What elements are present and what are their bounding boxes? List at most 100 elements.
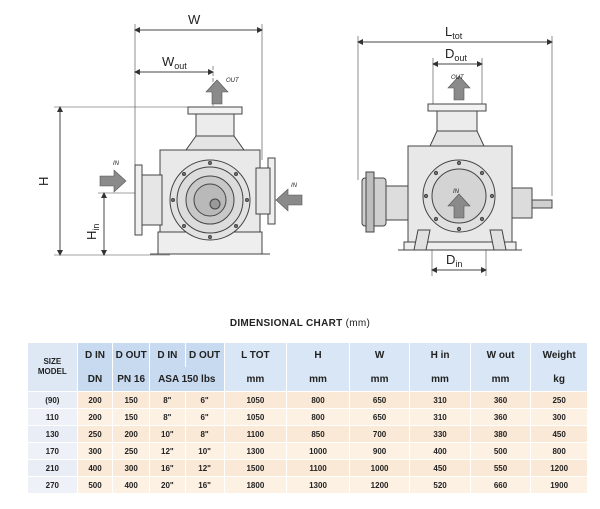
table-cell: 310	[409, 408, 471, 426]
h-in-dimension-label: Hin	[84, 224, 101, 240]
out-right-label: OUT	[451, 75, 465, 81]
table-cell: 10"	[149, 425, 186, 443]
model-cell: 110	[27, 408, 78, 426]
table-cell: 330	[409, 425, 471, 443]
left-outlet-arrow-icon	[205, 79, 229, 105]
table-cell: 360	[469, 408, 531, 426]
table-cell: 250	[112, 442, 150, 460]
header-cell: H in	[409, 343, 471, 367]
header-cell: D IN	[149, 343, 186, 367]
right-inlet-arrow-icon	[275, 188, 303, 212]
header-cell: kg	[530, 367, 587, 392]
table-cell: 450	[530, 425, 587, 443]
header-cell: D OUT	[184, 343, 225, 367]
in-side-label: IN	[453, 189, 460, 195]
table-cell: 400	[112, 476, 150, 493]
header-cell: DN	[76, 367, 113, 392]
dimensional-chart-table: SIZE MODEL D IN D OUT D IN D OUT L TOT H…	[27, 343, 587, 493]
table-cell: 1800	[223, 476, 287, 493]
table-cell: 550	[469, 459, 531, 477]
table-cell: 1500	[223, 459, 287, 477]
table-cell: 6"	[184, 391, 225, 409]
table-cell: 6"	[184, 408, 225, 426]
model-cell: 170	[27, 442, 78, 460]
header-cell: mm	[469, 367, 531, 392]
table-cell: 1100	[286, 459, 350, 477]
table-cell: 250	[530, 391, 587, 409]
table-cell: 8"	[184, 425, 225, 443]
table-cell: 1100	[223, 425, 287, 443]
table-cell: 1050	[223, 408, 287, 426]
header-cell: W out	[469, 343, 531, 367]
table-cell: 250	[76, 425, 113, 443]
table-cell: 520	[409, 476, 471, 493]
header-cell: mm	[223, 367, 287, 392]
table-cell: 8"	[149, 408, 186, 426]
in-right-label: IN	[291, 183, 298, 189]
table-cell: 12"	[149, 442, 186, 460]
table-cell: 20"	[149, 476, 186, 493]
table-cell: 150	[112, 408, 150, 426]
table-cell: 360	[469, 391, 531, 409]
table-cell: 1300	[286, 476, 350, 493]
model-label: MODEL	[37, 367, 67, 376]
table-cell: 1050	[223, 391, 287, 409]
table-cell: 1000	[286, 442, 350, 460]
table-cell: 800	[286, 391, 350, 409]
table-cell: 300	[76, 442, 113, 460]
size-label: SIZE	[43, 357, 62, 366]
table-cell: 850	[286, 425, 350, 443]
table-cell: 310	[409, 391, 471, 409]
table-cell: 400	[409, 442, 471, 460]
in-left-label: IN	[113, 161, 120, 167]
table-cell: 800	[286, 408, 350, 426]
d-in-dimension-label: Din	[446, 252, 462, 269]
table-cell: 700	[348, 425, 410, 443]
header-cell: H	[286, 343, 350, 367]
chart-unit: (mm)	[345, 318, 371, 329]
table-cell: 1300	[223, 442, 287, 460]
model-cell: 130	[27, 425, 78, 443]
table-cell: 450	[409, 459, 471, 477]
table-cell: 200	[76, 408, 113, 426]
header-cell: ASA 150 lbs	[149, 367, 225, 392]
header-cell: W	[348, 343, 410, 367]
side-outlet-arrow-icon	[447, 75, 471, 101]
d-out-dimension-label: Dout	[445, 46, 467, 63]
table-cell: 500	[469, 442, 531, 460]
chart-title-text: DIMENSIONAL CHART	[229, 318, 343, 329]
table-cell: 650	[348, 391, 410, 409]
model-cell: (90)	[27, 391, 78, 409]
front-view-drawing	[54, 24, 276, 256]
table-cell: 300	[112, 459, 150, 477]
chart-title: DIMENSIONAL CHART (mm)	[0, 318, 600, 329]
size-model-header: SIZE MODEL	[27, 343, 78, 392]
table-cell: 1200	[348, 476, 410, 493]
table-cell: 1900	[530, 476, 587, 493]
table-cell: 16"	[184, 476, 225, 493]
table-cell: 900	[348, 442, 410, 460]
header-row-2: DN PN 16 ASA 150 lbs mm mm mm mm mm kg	[28, 367, 587, 392]
header-cell: Weight	[530, 343, 587, 367]
left-inlet-arrow-icon	[99, 169, 127, 193]
header-cell: D OUT	[112, 343, 150, 367]
table-cell: 800	[530, 442, 587, 460]
table-cell: 1200	[530, 459, 587, 477]
table-cell: 16"	[149, 459, 186, 477]
header-cell: mm	[409, 367, 471, 392]
side-view-drawing	[357, 36, 553, 276]
table-cell: 200	[112, 425, 150, 443]
header-cell: L TOT	[223, 343, 287, 367]
table-cell: 150	[112, 391, 150, 409]
header-cell: mm	[348, 367, 410, 392]
model-cell: 270	[27, 476, 78, 493]
table-cell: 650	[348, 408, 410, 426]
header-cell: mm	[286, 367, 350, 392]
